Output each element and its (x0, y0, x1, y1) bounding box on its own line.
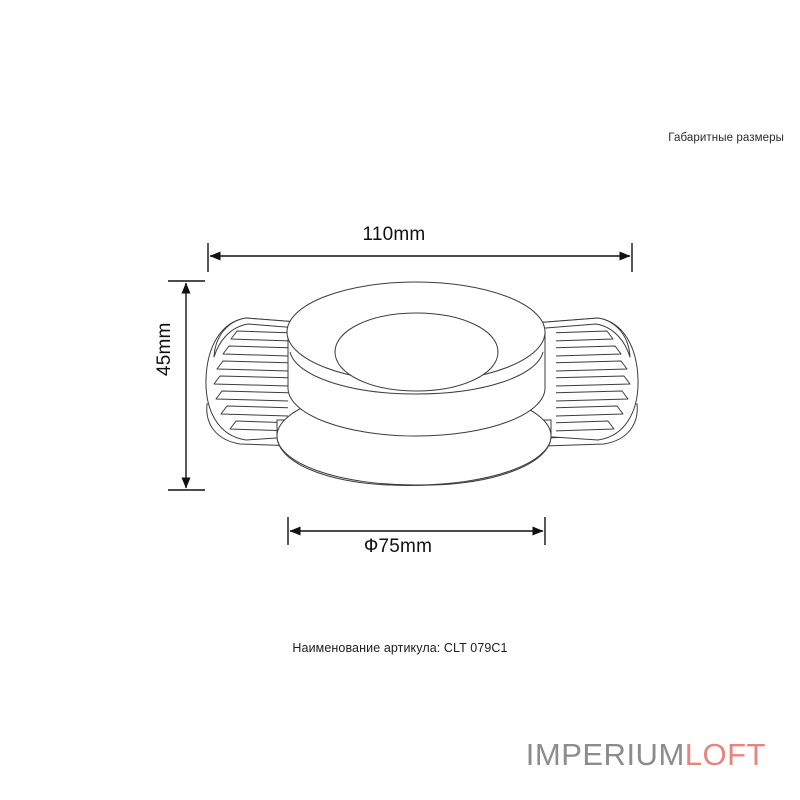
vent-slot (230, 330, 288, 342)
vent-slot (216, 360, 288, 372)
inner-cone-ellipse (334, 312, 499, 392)
diameter-dimension-label: Ф75mm (363, 536, 433, 557)
cylinder-rim-line (289, 351, 544, 395)
logo-accent-text: LOFT (684, 736, 766, 772)
vent-slot (220, 405, 288, 417)
width-dimension-label: 110mm (362, 224, 426, 245)
article-name: Наименование артикула: CLT 079C1 (292, 641, 508, 655)
vent-slot (213, 375, 288, 387)
vent-slot (222, 345, 288, 357)
vent-slot (556, 375, 631, 387)
vent-slot (556, 420, 615, 432)
height-dimension-label: 45mm (154, 322, 175, 376)
vent-slot (215, 390, 288, 402)
right-fin-vent-slots (556, 330, 631, 432)
vent-slot (556, 360, 628, 372)
vent-slot (556, 405, 624, 417)
vent-slot (556, 345, 622, 357)
inner-cone (334, 312, 499, 392)
header-caption: Габаритные размеры (668, 132, 784, 144)
vent-slot (556, 330, 614, 342)
dimension-width (207, 243, 633, 272)
dimension-diameter (287, 517, 546, 545)
dimension-height (168, 280, 205, 491)
vent-slot (556, 390, 629, 402)
logo-primary-text: IMPERIUM (525, 736, 685, 772)
